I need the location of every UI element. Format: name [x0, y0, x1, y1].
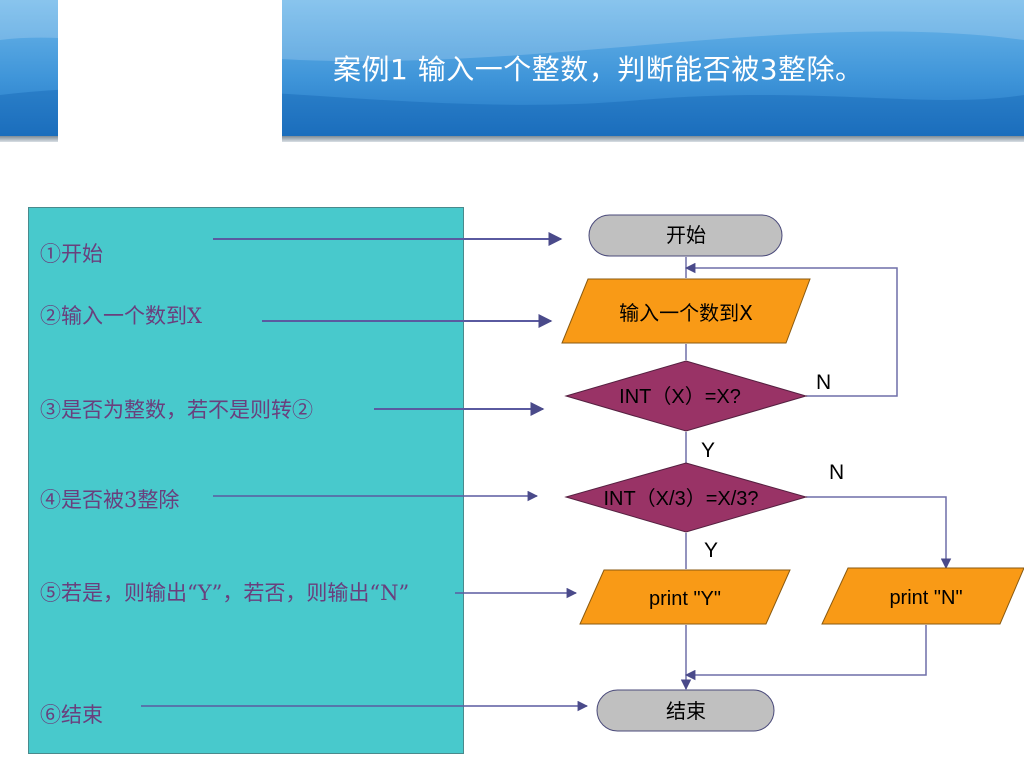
banner-shadow	[0, 136, 1024, 142]
output-no-label: print "N"	[889, 587, 962, 609]
output-yes-parallelogram: print "Y"	[579, 569, 791, 625]
decision2-no-label: N	[829, 461, 844, 484]
decision-integer-check: INT（X）=X?	[564, 360, 808, 432]
connector-decision1-no-loop	[684, 262, 898, 397]
decision-divisible-check: INT（X/3）=X/3?	[564, 462, 808, 533]
decision1-no-label: N	[816, 371, 831, 394]
step-4-check-divisible: ④是否被3整除	[40, 488, 180, 512]
end-terminal: 结束	[596, 689, 775, 732]
output-no-parallelogram: print "N"	[821, 567, 1024, 625]
input-label: 输入一个数到X	[619, 301, 753, 325]
step-5-output: ⑤若是，则输出“Y”，若否，则输出“N”	[40, 581, 410, 605]
step-1-start: ①开始	[40, 242, 103, 266]
decision1-yes-label: Y	[701, 439, 715, 462]
step-3-check-integer: ③是否为整数，若不是则转②	[40, 398, 313, 422]
connector-decision2-no	[806, 496, 952, 570]
white-tab-decoration	[58, 0, 282, 208]
slide-title: 案例1 输入一个整数，判断能否被3整除。	[333, 53, 864, 86]
end-label: 结束	[666, 699, 706, 723]
connector-output-no-merge	[684, 625, 927, 681]
input-parallelogram: 输入一个数到X	[561, 278, 811, 344]
start-label: 开始	[666, 223, 706, 247]
step-6-end: ⑥结束	[40, 703, 103, 727]
output-yes-label: print "Y"	[649, 588, 721, 610]
decision2-label: INT（X/3）=X/3?	[603, 487, 758, 510]
step-2-input: ②输入一个数到X	[40, 304, 202, 328]
steps-panel	[28, 207, 464, 754]
decision1-label: INT（X）=X?	[619, 385, 741, 408]
start-terminal: 开始	[588, 214, 783, 257]
decision2-yes-label: Y	[704, 539, 718, 562]
